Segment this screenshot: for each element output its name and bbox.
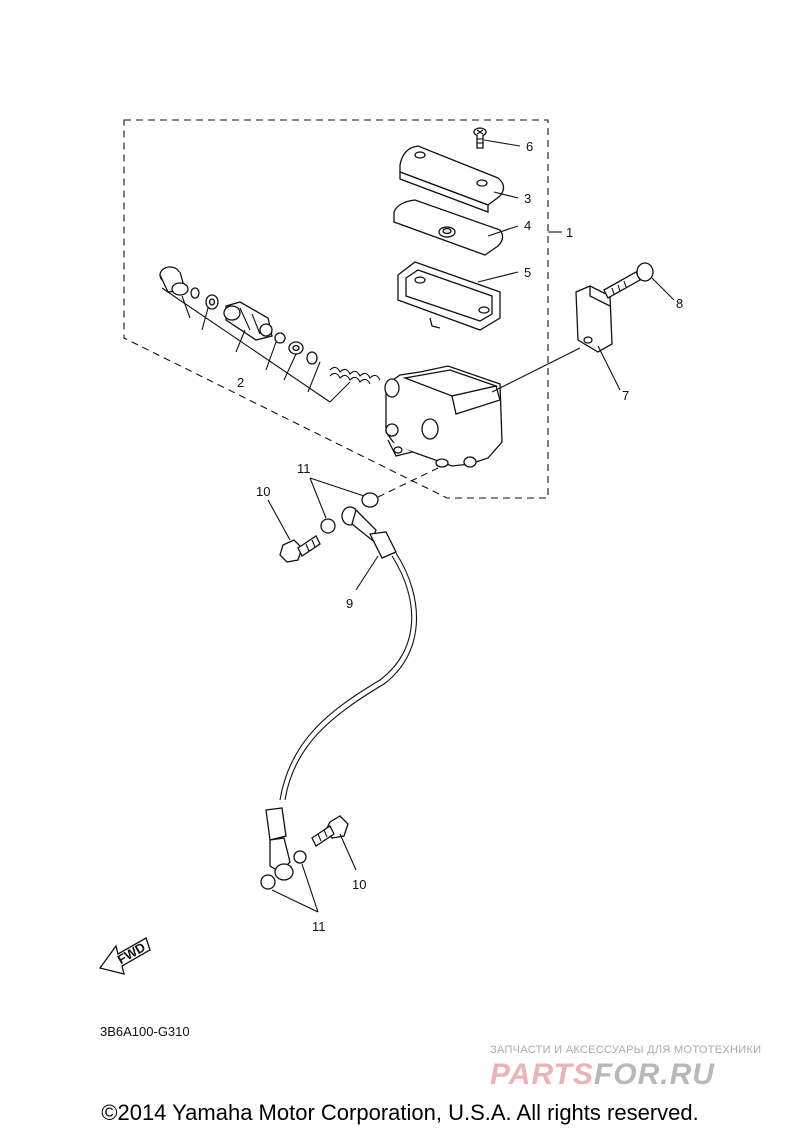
watermark-tagline: ЗАПЧАСТИ И АКСЕССУАРЫ ДЛЯ МОТОТЕХНИКИ <box>490 1044 762 1056</box>
part-4-diaphragm <box>393 199 504 256</box>
watermark-logo-part2: FOR.RU <box>593 1058 715 1091</box>
fwd-arrow-icon: FWD <box>98 937 151 975</box>
part-10-banjo-bolt-upper <box>279 535 321 563</box>
part-11-washer-lower-b <box>293 850 307 864</box>
callout-8: 8 <box>676 296 683 311</box>
callout-5: 5 <box>524 265 531 280</box>
part-11-washer-lower-a <box>260 874 276 890</box>
part-11-washer-upper-b <box>361 492 379 508</box>
watermark-logo: PARTSFOR.RU <box>490 1058 715 1092</box>
part-8-bolt <box>603 262 654 299</box>
callout-7: 7 <box>622 388 629 403</box>
leader-lines <box>161 139 675 913</box>
callout-4: 4 <box>524 218 531 233</box>
callout-11-upper: 11 <box>297 461 311 476</box>
callout-10-lower: 10 <box>352 877 366 892</box>
part-11-washer-upper-a <box>320 518 336 534</box>
callout-6: 6 <box>526 139 533 154</box>
callout-1: 1 <box>566 225 573 240</box>
part-3-cap <box>399 145 505 213</box>
link-washer-body <box>377 467 439 498</box>
part-9-brake-hose <box>265 506 418 881</box>
part-6-screw <box>473 127 487 149</box>
part-7-holder <box>575 285 613 353</box>
callout-9: 9 <box>346 596 353 611</box>
assembly-boundary <box>123 119 549 499</box>
copyright-notice: ©2014 Yamaha Motor Corporation, U.S.A. A… <box>101 1100 699 1125</box>
link-7-body <box>491 347 581 393</box>
callout-11-lower: 11 <box>312 919 326 934</box>
callout-10-upper: 10 <box>256 484 270 499</box>
part-5-seal-frame <box>397 261 501 331</box>
watermark-logo-part1: PARTS <box>490 1058 594 1091</box>
part-2-piston-kit <box>159 266 381 385</box>
callout-3: 3 <box>524 191 531 206</box>
callout-2: 2 <box>237 375 244 390</box>
diagram-code: 3B6A100-G310 <box>100 1024 190 1039</box>
part-10-banjo-bolt-lower <box>311 815 349 847</box>
master-cylinder-body <box>384 365 503 468</box>
